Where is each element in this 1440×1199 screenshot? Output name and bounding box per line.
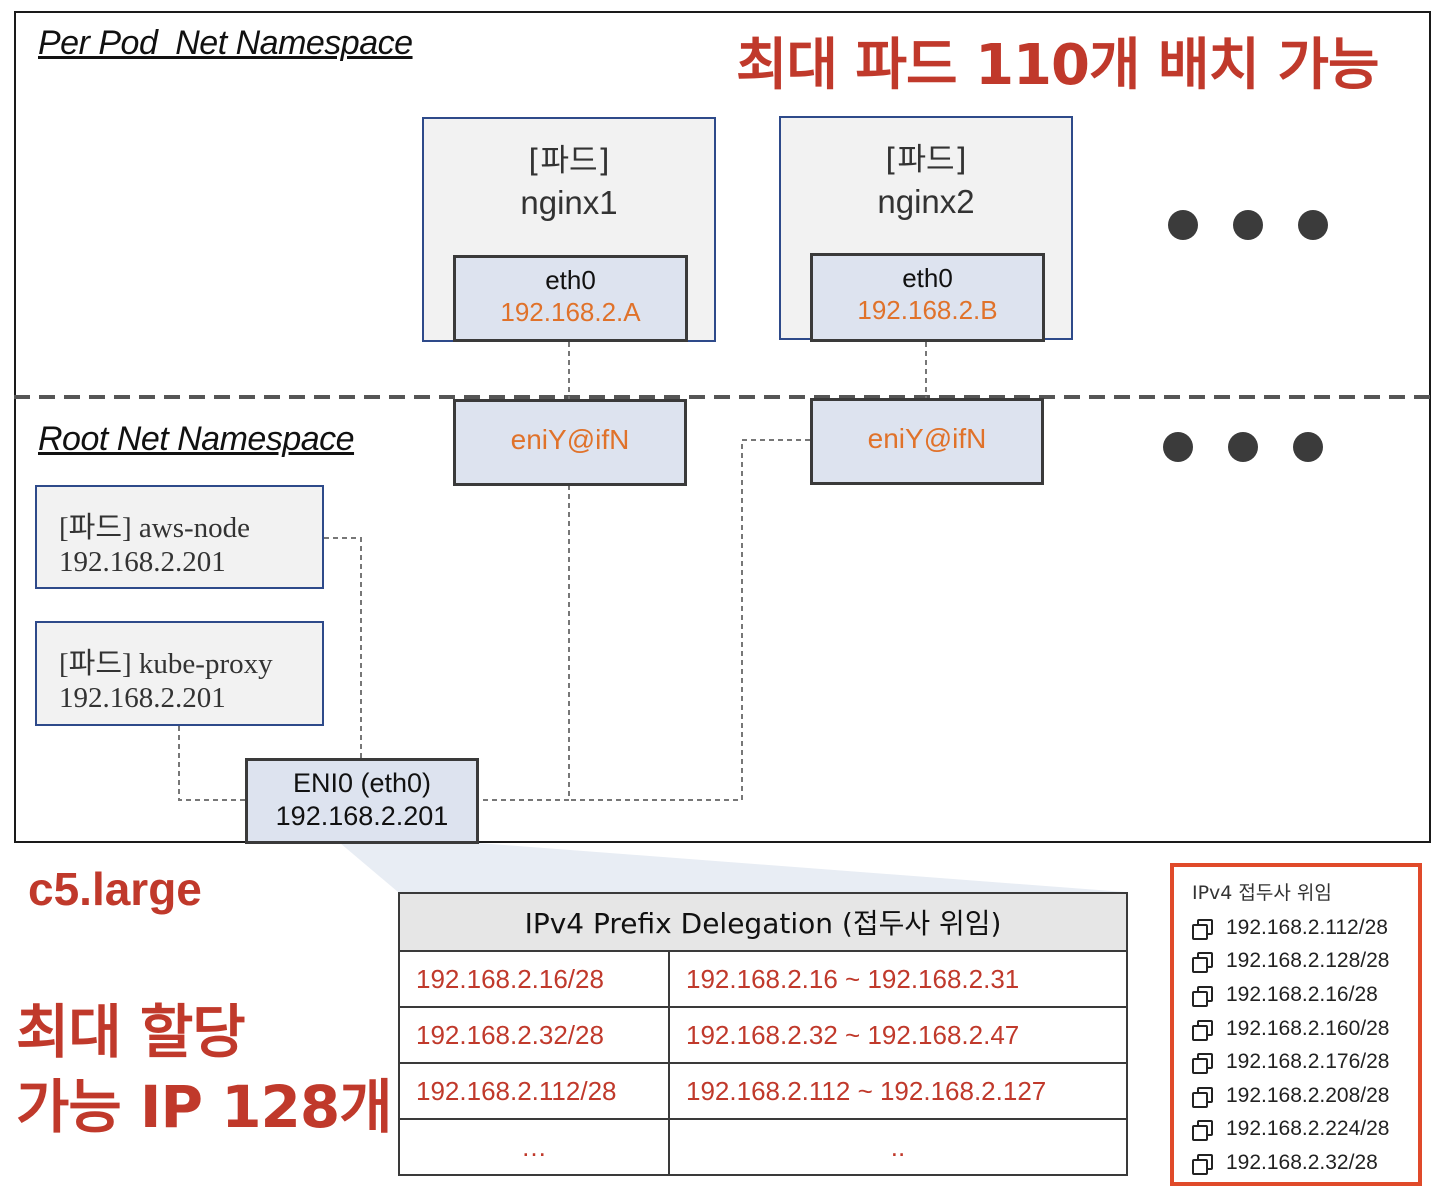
prefix-item: 192.168.2.16/28 xyxy=(1192,978,1418,1012)
copy-icon[interactable] xyxy=(1192,1120,1213,1142)
instance-type: c5.large xyxy=(28,863,202,915)
pod-name: nginx2 xyxy=(877,183,975,220)
range-cell: 192.168.2.32 ~ 192.168.2.47 xyxy=(667,1006,1129,1064)
system-pod-kube-proxy: [파드] kube-proxy 192.168.2.201 xyxy=(35,621,324,726)
system-pod-name: [파드] kube-proxy xyxy=(59,648,273,680)
table-row: … .. xyxy=(398,1118,1129,1176)
prefix-item: 192.168.2.32/28 xyxy=(1192,1146,1418,1180)
veth-pod1: eniY@ifN xyxy=(453,399,687,486)
iface-name: eth0 xyxy=(545,265,596,295)
max-ip-line2: 가능 IP 128개 xyxy=(16,1073,393,1141)
copy-icon[interactable] xyxy=(1192,918,1213,940)
copy-icon[interactable] xyxy=(1192,1153,1213,1175)
pod-nginx2-eth0: eth0 192.168.2.B xyxy=(810,253,1045,342)
system-pod-ip: 192.168.2.201 xyxy=(59,546,226,578)
more-veth-dot xyxy=(1228,432,1258,462)
max-pods-headline: 최대 파드 110개 배치 가능 xyxy=(736,33,1380,98)
range-cell: .. xyxy=(667,1118,1129,1176)
pod-name: nginx1 xyxy=(520,184,618,221)
link-veth1-eni xyxy=(480,485,570,801)
table-row: 192.168.2.32/28 192.168.2.32 ~ 192.168.2… xyxy=(398,1006,1129,1064)
veth-label: eniY@ifN xyxy=(510,424,630,455)
prefix-text: 192.168.2.224/28 xyxy=(1226,1117,1390,1141)
callout-wedge xyxy=(340,843,1125,892)
more-pods-dot xyxy=(1298,210,1328,240)
prefix-panel: IPv4 접두사 위임 192.168.2.112/28 192.168.2.1… xyxy=(1170,863,1422,1186)
prefix-cell: 192.168.2.16/28 xyxy=(398,950,670,1008)
system-pod-name: [파드] aws-node xyxy=(59,512,251,544)
iface-ip: 192.168.2.A xyxy=(500,297,641,327)
prefix-delegation-table: IPv4 Prefix Delegation (접두사 위임) 192.168.… xyxy=(397,892,1129,1176)
prefix-text: 192.168.2.176/28 xyxy=(1226,1050,1390,1074)
eni0: ENI0 (eth0) 192.168.2.201 xyxy=(245,758,479,844)
more-veth-dot xyxy=(1293,432,1323,462)
prefix-text: 192.168.2.16/28 xyxy=(1226,982,1378,1006)
iface-name: eth0 xyxy=(902,263,953,293)
system-pod-aws-node: [파드] aws-node 192.168.2.201 xyxy=(35,485,324,589)
prefix-cell: … xyxy=(398,1118,670,1176)
prefix-item: 192.168.2.128/28 xyxy=(1192,945,1418,979)
prefix-text: 192.168.2.128/28 xyxy=(1226,949,1390,973)
pod-nginx1-eth0: eth0 192.168.2.A xyxy=(453,255,688,342)
system-pod-ip: 192.168.2.201 xyxy=(59,682,226,714)
prefix-item: 192.168.2.208/28 xyxy=(1192,1079,1418,1113)
copy-icon[interactable] xyxy=(1192,952,1213,974)
prefix-item: 192.168.2.224/28 xyxy=(1192,1113,1418,1147)
copy-icon[interactable] xyxy=(1192,1053,1213,1075)
max-ip-line1: 최대 할당 xyxy=(16,998,246,1066)
eni-ip: 192.168.2.201 xyxy=(275,801,449,831)
prefix-cell: 192.168.2.32/28 xyxy=(398,1006,670,1064)
prefix-text: 192.168.2.112/28 xyxy=(1226,915,1388,939)
link-aws-node-eni xyxy=(324,537,362,758)
iface-ip: 192.168.2.B xyxy=(857,295,998,325)
copy-icon[interactable] xyxy=(1192,1019,1213,1041)
link-veth2-eni xyxy=(569,439,810,801)
table-header-row: IPv4 Prefix Delegation (접두사 위임) xyxy=(397,892,1129,952)
copy-icon[interactable] xyxy=(1192,985,1213,1007)
prefix-item: 192.168.2.160/28 xyxy=(1192,1012,1418,1046)
pod-tag: [파드] xyxy=(885,142,967,178)
copy-icon[interactable] xyxy=(1192,1086,1213,1108)
table-row: 192.168.2.16/28 192.168.2.16 ~ 192.168.2… xyxy=(398,950,1129,1008)
veth-label: eniY@ifN xyxy=(867,423,987,454)
per-pod-namespace-title: Per Pod Net Namespace xyxy=(38,24,413,62)
link-kube-proxy-eni xyxy=(178,726,245,801)
range-cell: 192.168.2.112 ~ 192.168.2.127 xyxy=(667,1062,1129,1120)
range-cell: 192.168.2.16 ~ 192.168.2.31 xyxy=(667,950,1129,1008)
prefix-item: 192.168.2.176/28 xyxy=(1192,1045,1418,1079)
root-namespace-title: Root Net Namespace xyxy=(38,420,355,458)
table-row: 192.168.2.112/28 192.168.2.112 ~ 192.168… xyxy=(398,1062,1129,1120)
pod-tag: [파드] xyxy=(528,143,610,179)
more-veth-dot xyxy=(1163,432,1193,462)
eni-name: ENI0 (eth0) xyxy=(292,768,432,798)
more-pods-dot xyxy=(1233,210,1263,240)
veth-pod2: eniY@ifN xyxy=(810,398,1044,485)
prefix-panel-title: IPv4 접두사 위임 xyxy=(1192,882,1332,904)
prefix-text: 192.168.2.208/28 xyxy=(1226,1083,1390,1107)
more-pods-dot xyxy=(1168,210,1198,240)
prefix-text: 192.168.2.160/28 xyxy=(1226,1016,1390,1040)
prefix-text: 192.168.2.32/28 xyxy=(1226,1150,1378,1174)
table-header: IPv4 Prefix Delegation (접두사 위임) xyxy=(397,892,1129,952)
prefix-cell: 192.168.2.112/28 xyxy=(398,1062,670,1120)
prefix-item: 192.168.2.112/28 xyxy=(1192,911,1418,945)
